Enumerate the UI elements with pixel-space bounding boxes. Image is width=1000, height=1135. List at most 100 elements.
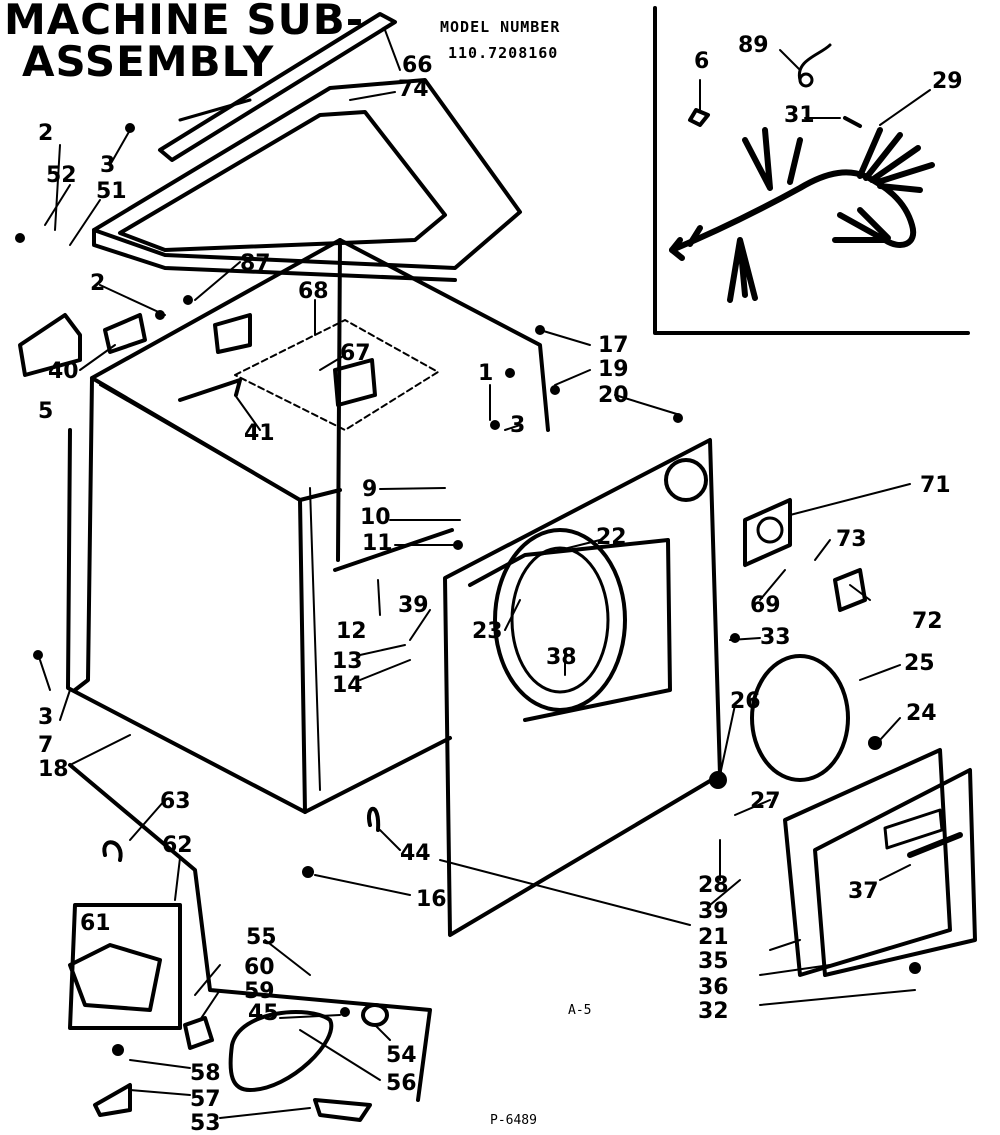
- cabinet-18: [66, 238, 550, 814]
- callout-28: 28: [698, 873, 729, 898]
- callout-58: 58: [190, 1061, 221, 1086]
- part-40-block: [103, 313, 147, 354]
- callout-74: 74: [398, 77, 429, 102]
- figure-code: P-6489: [490, 1113, 537, 1128]
- callout-45: 45: [248, 1001, 279, 1026]
- callout-17: 17: [598, 333, 629, 358]
- pump-61: [68, 903, 182, 1030]
- callout-61: 61: [80, 911, 111, 936]
- top-panel-74: [92, 78, 522, 270]
- callout-14: 14: [332, 673, 363, 698]
- callout-20: 20: [598, 383, 629, 408]
- door-opening-38: [493, 528, 627, 712]
- callout-33: 33: [760, 625, 791, 650]
- title-line-1: MACHINE SUB-: [4, 0, 365, 44]
- console-strip-66: [158, 12, 397, 162]
- leader-lines: [39, 29, 931, 1119]
- part-54-pulley: [361, 1003, 389, 1027]
- base-frame: [68, 763, 432, 1102]
- door-seal-22: [510, 546, 610, 694]
- callout-62: 62: [162, 833, 193, 858]
- panel-port: [664, 458, 708, 502]
- callout-38: 38: [546, 645, 577, 670]
- callout-2: 2: [38, 121, 53, 146]
- part-71-bracket: [743, 498, 792, 567]
- model-number-label: MODEL NUMBER: [440, 18, 561, 36]
- callout-18: 18: [38, 757, 69, 782]
- callout-71: 71: [920, 473, 951, 498]
- callout-21: 21: [698, 925, 729, 950]
- callout-29: 29: [932, 69, 963, 94]
- model-number-value: 110.7208160: [448, 44, 559, 62]
- part-41-bracket: [178, 378, 242, 402]
- part-67-switch: [333, 358, 377, 407]
- callout-63: 63: [160, 789, 191, 814]
- callout-23: 23: [472, 619, 503, 644]
- callout-12: 12: [336, 619, 367, 644]
- part-89-wire: [797, 43, 832, 82]
- callout-39: 39: [398, 593, 429, 618]
- callout-44: 44: [400, 841, 431, 866]
- door-handle-37: [907, 832, 963, 858]
- callout-59: 59: [244, 979, 275, 1004]
- callout-57: 57: [190, 1087, 221, 1112]
- fasteners: [15, 123, 921, 1056]
- callout-35: 35: [698, 949, 729, 974]
- part-59-pulley: [183, 1016, 214, 1050]
- callout-54: 54: [386, 1043, 417, 1068]
- callout-24: 24: [906, 701, 937, 726]
- belt-56: [228, 1010, 334, 1092]
- callout-53: 53: [190, 1111, 221, 1135]
- door-gasket-25: [750, 654, 850, 782]
- harness-inset-frame: [653, 6, 970, 335]
- callout-67: 67: [340, 341, 371, 366]
- page-code: A-5: [568, 1003, 592, 1018]
- callout-3: 3: [100, 153, 115, 178]
- part-44-clip: [367, 806, 381, 832]
- callout-72: 72: [912, 609, 943, 634]
- callout-13: 13: [332, 649, 363, 674]
- callout-27: 27: [750, 789, 781, 814]
- callout-36: 36: [698, 975, 729, 1000]
- part-72-knob: [833, 568, 867, 612]
- door-inner-35: [783, 748, 952, 977]
- callout-37: 37: [848, 879, 879, 904]
- callout-69: 69: [750, 593, 781, 618]
- callout-40: 40: [48, 359, 79, 384]
- callout-6: 6: [694, 49, 709, 74]
- callout-39: 39: [698, 899, 729, 924]
- callout-10: 10: [360, 505, 391, 530]
- callout-9: 9: [362, 477, 377, 502]
- callout-87: 87: [240, 251, 271, 276]
- callout-7: 7: [38, 733, 53, 758]
- callout-68: 68: [298, 279, 329, 304]
- part-89-ring: [798, 72, 814, 88]
- callout-66: 66: [402, 53, 433, 78]
- part-63-clip: [102, 840, 123, 862]
- callout-2: 2: [90, 271, 105, 296]
- callout-26: 26: [730, 689, 761, 714]
- callout-32: 32: [698, 999, 729, 1024]
- callout-25: 25: [904, 651, 935, 676]
- callout-22: 22: [596, 525, 627, 550]
- callout-5: 5: [38, 399, 53, 424]
- callout-52: 52: [46, 163, 77, 188]
- part-53-bracket: [313, 1098, 372, 1122]
- door-outer-36: [813, 768, 977, 977]
- callout-73: 73: [836, 527, 867, 552]
- callout-31: 31: [784, 103, 815, 128]
- front-panel-21: [443, 438, 722, 937]
- callout-55: 55: [246, 925, 277, 950]
- part-68-cover: [213, 313, 252, 354]
- callout-89: 89: [738, 33, 769, 58]
- part-5-bracket: [18, 313, 82, 377]
- callout-41: 41: [244, 421, 275, 446]
- part-6-clip: [688, 108, 710, 127]
- part-57-bracket: [93, 1083, 132, 1117]
- title-line-2: ASSEMBLY: [22, 37, 275, 86]
- callout-3: 3: [510, 413, 525, 438]
- callout-56: 56: [386, 1071, 417, 1096]
- callout-19: 19: [598, 357, 629, 382]
